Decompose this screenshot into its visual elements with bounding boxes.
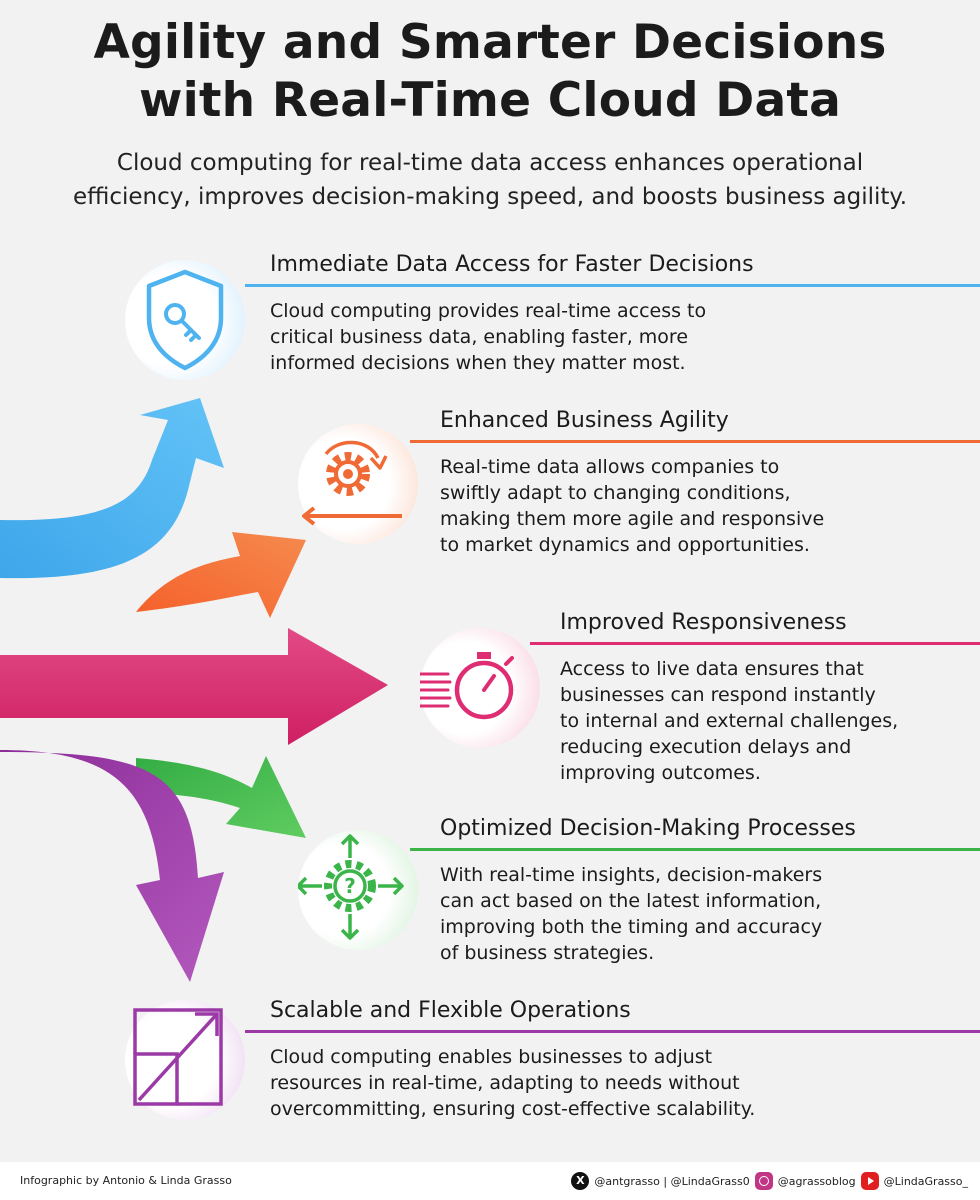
shield-key-icon	[146, 269, 224, 371]
instagram-handle[interactable]: @agrassoblog	[777, 1174, 856, 1188]
subtitle-line-1: Cloud computing for real-time data acces…	[116, 150, 864, 176]
section-1-body: Cloud computing provides real-time acces…	[270, 300, 707, 374]
section-5-body: Cloud computing enables businesses to ad…	[270, 1046, 756, 1120]
section-5-heading: Scalable and Flexible Operations	[270, 998, 631, 1023]
svg-text:?: ?	[344, 874, 356, 898]
footer-socials: @antgrasso | @LindaGrass0 @agrassoblog @…	[571, 1171, 968, 1191]
badge-orange	[298, 424, 418, 544]
green-arrow	[136, 756, 306, 838]
section-4-heading: Optimized Decision-Making Processes	[440, 816, 856, 841]
subtitle-line-2: efficiency, improves decision-making spe…	[72, 184, 908, 210]
x-handles[interactable]: @antgrasso | @LindaGrass0	[594, 1174, 750, 1188]
section-2-body: Real-time data allows companies to swift…	[440, 456, 825, 556]
purple-arrow	[0, 750, 224, 982]
footer-bar: Infographic by Antonio & Linda Grasso @a…	[0, 1162, 980, 1200]
section-3-body: Access to live data ensures that busines…	[560, 658, 899, 784]
section-4-rule	[410, 848, 980, 851]
decision-question-icon: ?	[298, 834, 404, 940]
scale-expand-icon	[133, 1008, 223, 1106]
youtube-icon	[860, 1172, 879, 1190]
blue-arrow	[0, 398, 224, 579]
section-4-body: With real-time insights, decision-makers…	[440, 864, 823, 964]
page-subtitle: Cloud computing for real-time data acces…	[0, 146, 980, 214]
badge-blue	[125, 260, 245, 380]
section-2-rule	[410, 440, 980, 443]
title-line-1: Agility and Smarter Decisions	[93, 15, 887, 70]
badge-green: ?	[298, 830, 418, 950]
section-1-rule	[245, 284, 980, 287]
gear-cycle-icon	[302, 440, 402, 526]
orange-arrow	[136, 532, 306, 618]
section-1-heading: Immediate Data Access for Faster Decisio…	[270, 252, 754, 277]
section-3-rule	[530, 642, 980, 645]
page-title: Agility and Smarter Decisions with Real-…	[0, 14, 980, 130]
title-line-2: with Real-Time Cloud Data	[139, 73, 841, 128]
section-3-heading: Improved Responsiveness	[560, 610, 847, 635]
magenta-arrow	[0, 628, 388, 745]
badge-purple	[125, 1000, 245, 1120]
youtube-handle[interactable]: @LindaGrasso_	[883, 1174, 968, 1188]
section-5-rule	[245, 1030, 980, 1033]
badge-magenta	[420, 628, 540, 748]
stopwatch-icon	[420, 652, 514, 720]
section-2-heading: Enhanced Business Agility	[440, 408, 729, 433]
instagram-icon	[754, 1172, 773, 1190]
footer-credit: Infographic by Antonio & Linda Grasso	[20, 1174, 232, 1187]
x-logo-icon	[571, 1172, 590, 1190]
